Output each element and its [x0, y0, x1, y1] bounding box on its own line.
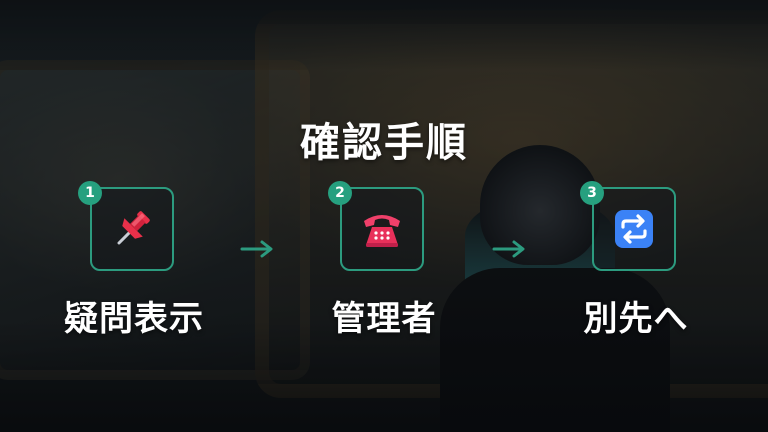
bottom-shade [0, 322, 768, 432]
figure-head [480, 145, 600, 265]
step-1: 1 疑問表示 [44, 181, 224, 347]
step-3-number-badge: 3 [580, 181, 604, 205]
page-title: 確認手順 [300, 120, 468, 166]
step-3: 3 別先へ [546, 181, 726, 347]
telephone-icon [364, 215, 400, 247]
pushpin-icon [117, 211, 150, 245]
step-1-number-badge: 1 [78, 181, 102, 205]
step-1-label: 疑問表示 [64, 299, 204, 339]
step-2-label: 管理者 [331, 299, 437, 339]
step-3-label: 別先へ [583, 299, 689, 339]
arrow-right-icon [240, 240, 273, 258]
repeat-arrows-icon [615, 210, 653, 248]
step-2: 2 管理者 [294, 181, 474, 347]
step-2-icon-box [340, 187, 424, 271]
step-1-icon-box [90, 187, 174, 271]
step-2-number-badge: 2 [328, 181, 352, 205]
step-3-icon-box [592, 187, 676, 271]
arrow-right-icon [492, 240, 525, 258]
top-frame-shadow [0, 0, 768, 70]
